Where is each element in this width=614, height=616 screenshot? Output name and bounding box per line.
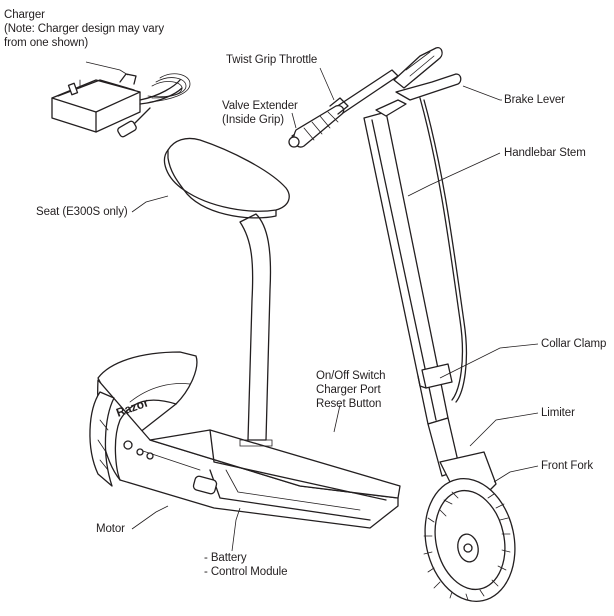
reset-button-label: Reset Button	[316, 398, 382, 410]
collar-clamp-label: Collar Clamp	[541, 338, 607, 350]
seat-illustration	[163, 137, 290, 447]
stem-illustration	[288, 47, 468, 425]
charger-port-label: Charger Port	[316, 384, 381, 396]
charger-label: Charger (Note: Charger design may vary f…	[4, 8, 164, 50]
limiter-label: Limiter	[541, 407, 575, 419]
valve-extender-label-line-2: (Inside Grip)	[222, 114, 284, 126]
brake-lever-label: Brake Lever	[504, 94, 565, 106]
switch-group-label: On/Off Switch Charger Port Reset Button	[316, 369, 386, 411]
twist-grip-throttle-label: Twist Grip Throttle	[226, 54, 318, 66]
valve-extender-label-line-1: Valve Extender	[222, 100, 298, 112]
valve-extender-label: Valve Extender (Inside Grip)	[222, 99, 298, 127]
battery-label: - Battery	[204, 552, 247, 564]
charger-label-line-3: from one shown)	[4, 37, 89, 49]
rear-wheel-illustration	[89, 391, 115, 487]
front-fork-label: Front Fork	[541, 460, 594, 472]
handlebar-stem-label: Handlebar Stem	[504, 147, 586, 159]
charger-label-line-1: Charger	[4, 9, 45, 21]
deck-illustration: Razor	[97, 351, 401, 529]
charger-label-line-2: (Note: Charger design may vary	[4, 23, 164, 35]
control-module-label: - Control Module	[204, 566, 288, 578]
front-wheel-illustration	[423, 417, 516, 602]
collar-clamp-illustration	[417, 363, 453, 389]
on-off-switch-label: On/Off Switch	[316, 370, 386, 382]
seat-label: Seat (E300S only)	[36, 206, 128, 218]
motor-label: Motor	[96, 523, 125, 535]
charger-illustration	[51, 73, 191, 138]
leader-lines	[85, 61, 539, 552]
battery-group-label: - Battery - Control Module	[204, 551, 288, 579]
